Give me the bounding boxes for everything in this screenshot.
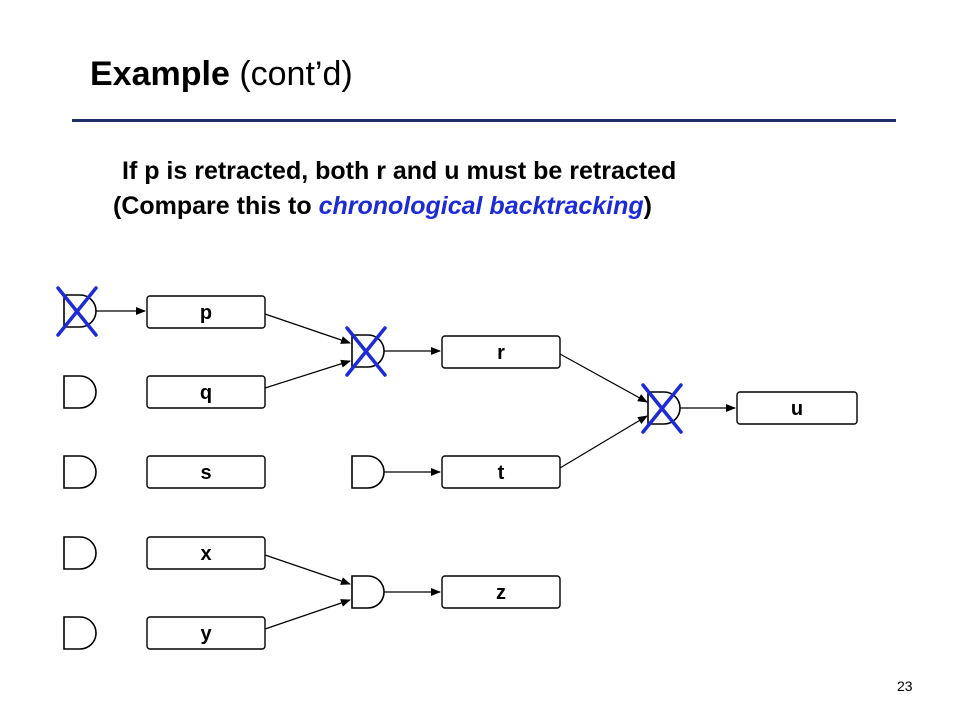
- title-bold: Example: [90, 55, 230, 93]
- comparison-prefix: (Compare this to: [113, 192, 319, 220]
- justification-gate-s: [63, 455, 97, 489]
- slide-title: Example (cont’d): [90, 55, 353, 94]
- node-box-q: [146, 375, 266, 409]
- node-box-s: [146, 455, 266, 489]
- node-label-p: p: [200, 302, 212, 324]
- edge-y-z: [264, 599, 351, 630]
- edge-x-z: [264, 554, 351, 585]
- node-label-u: u: [791, 398, 803, 420]
- node-box-t: [441, 455, 561, 489]
- node-label-q: q: [200, 382, 212, 404]
- node-box-p: [146, 295, 266, 329]
- page-number: 23: [897, 678, 913, 694]
- retract-cross-u-icon: [641, 383, 683, 434]
- justification-gate-t: [351, 455, 385, 489]
- edge-t-u: [559, 415, 648, 469]
- node-box-z: [441, 575, 561, 609]
- statement-text: If p is retracted, both r and u must be …: [122, 157, 677, 185]
- justification-gate-x: [63, 536, 97, 570]
- node-box-x: [146, 536, 266, 570]
- node-label-r: r: [497, 342, 505, 364]
- node-box-y: [146, 616, 266, 650]
- node-label-z: z: [496, 582, 506, 604]
- justification-gate-y: [63, 616, 97, 650]
- node-box-u: [736, 391, 858, 425]
- node-label-y: y: [200, 623, 212, 645]
- edge-q-r: [264, 359, 351, 389]
- title-rest: (cont’d): [239, 55, 353, 93]
- justification-gate-z: [351, 575, 385, 609]
- retract-cross-p-icon: [56, 286, 98, 337]
- justification-gate-q: [63, 375, 97, 409]
- node-label-s: s: [200, 462, 211, 484]
- comparison-text: (Compare this to chronological backtrack…: [113, 192, 652, 221]
- node-box-r: [441, 335, 561, 369]
- retract-cross-r-icon: [345, 326, 387, 377]
- title-divider: [72, 119, 896, 122]
- comparison-suffix: ): [643, 192, 652, 220]
- node-label-t: t: [498, 462, 505, 484]
- node-label-x: x: [200, 543, 211, 565]
- edge-r-u: [559, 353, 648, 403]
- edge-p-r: [264, 313, 351, 344]
- chronological-backtracking-term: chronological backtracking: [318, 192, 644, 220]
